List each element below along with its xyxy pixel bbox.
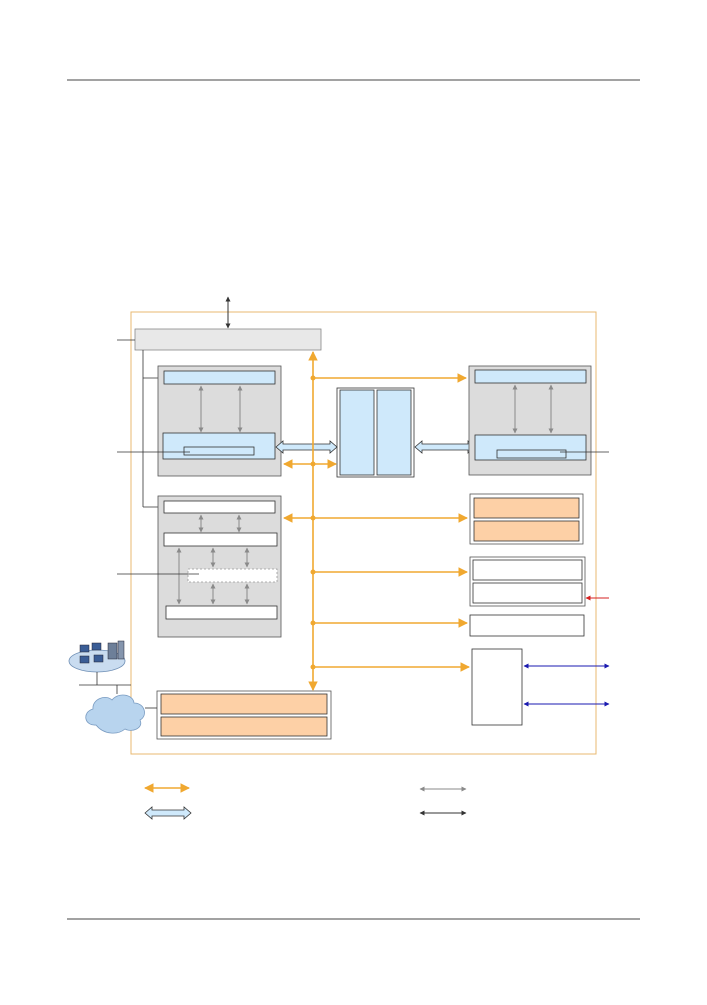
white-block-2 xyxy=(472,582,583,604)
white-block-single xyxy=(469,614,585,637)
module-b-header xyxy=(163,500,276,514)
top-bar xyxy=(134,328,322,351)
bottom-peach-1 xyxy=(160,693,328,715)
workstations-icon xyxy=(68,640,126,673)
module-a-port xyxy=(183,446,255,456)
bus-junction-5 xyxy=(310,620,316,626)
legend xyxy=(144,783,467,820)
bus-junction-4 xyxy=(310,569,316,575)
wide-arrow-left xyxy=(275,440,338,454)
peach-block-1 xyxy=(473,497,580,519)
switch-lane-left xyxy=(339,389,375,476)
module-c-port xyxy=(496,449,567,459)
module-c-header xyxy=(474,369,587,384)
bus-junction-1 xyxy=(310,375,316,381)
cloud-icon xyxy=(85,694,145,734)
tall-block xyxy=(471,648,523,726)
legend-blue-outline-arrow xyxy=(144,806,192,820)
module-a-header xyxy=(163,370,276,385)
module-b-row-3 xyxy=(165,605,278,620)
system-frame xyxy=(130,311,597,755)
module-b-dashed-block xyxy=(187,568,278,583)
wide-arrow-right xyxy=(414,440,476,454)
switch-lane-right xyxy=(376,389,412,476)
module-b-row-1 xyxy=(163,532,278,547)
peach-block-2 xyxy=(473,520,580,542)
bus-junction-3 xyxy=(310,515,316,521)
bus-junction-6 xyxy=(310,664,316,670)
bottom-peach-2 xyxy=(160,716,328,737)
white-block-1 xyxy=(472,559,583,581)
bus-junction-2 xyxy=(310,461,316,467)
